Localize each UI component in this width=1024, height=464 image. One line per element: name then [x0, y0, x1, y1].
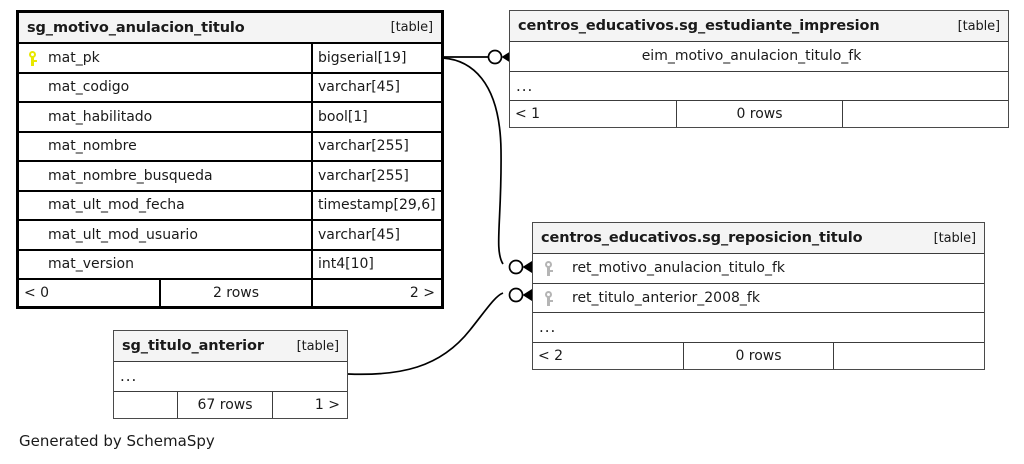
more-columns-indicator: ...: [533, 313, 984, 343]
column-name: ret_titulo_anterior_2008_fk: [572, 289, 760, 306]
table-row[interactable]: ret_titulo_anterior_2008_fk: [533, 284, 984, 313]
zero-cardinality-circle: [508, 259, 524, 275]
table-row[interactable]: mat_nombre_busqueda varchar[255]: [19, 162, 441, 192]
key-spacer-icon: [27, 197, 42, 213]
footer-row-count: 0 rows: [683, 342, 833, 369]
footer-row-count: 67 rows: [177, 391, 272, 418]
column-name: ret_motivo_anulacion_titulo_fk: [572, 260, 786, 277]
table-header: centros_educativos.sg_reposicion_titulo …: [533, 223, 984, 254]
footer-row-count: 2 rows: [159, 280, 311, 306]
footer-parent-count[interactable]: < 1: [515, 106, 541, 122]
table-title: sg_motivo_anulacion_titulo: [27, 19, 245, 36]
table-type-tag: [table]: [957, 18, 1000, 34]
key-spacer-icon: [27, 109, 42, 125]
column-type: varchar[45]: [311, 221, 441, 249]
column-name: mat_pk: [48, 49, 100, 66]
zero-cardinality-circle: [508, 287, 524, 303]
footer-child-count[interactable]: 2 >: [311, 280, 441, 306]
column-name-cell: mat_codigo: [19, 74, 311, 102]
footer-parent-count[interactable]: < 2: [538, 347, 564, 364]
column-name-cell: ret_motivo_anulacion_titulo_fk: [533, 254, 983, 283]
column-name: mat_habilitado: [48, 108, 153, 125]
foreign-key-icon: [543, 260, 558, 277]
table-sg-titulo-anterior[interactable]: sg_titulo_anterior [table] ... 67 rows 1…: [113, 330, 348, 419]
column-type: int4[10]: [311, 250, 441, 278]
column-name: mat_ult_mod_fecha: [48, 197, 185, 214]
key-spacer-icon: [27, 168, 42, 184]
key-spacer-icon: [27, 227, 42, 243]
table-type-tag: [table]: [933, 230, 976, 246]
key-spacer-icon: [27, 256, 42, 272]
column-name: mat_nombre_busqueda: [48, 167, 213, 184]
more-columns-indicator: ...: [510, 72, 1008, 101]
footer-child-count[interactable]: [833, 342, 983, 369]
column-name-cell: mat_nombre_busqueda: [19, 162, 311, 190]
key-spacer-icon: [27, 138, 42, 154]
table-title: centros_educativos.sg_estudiante_impresi…: [518, 18, 880, 34]
column-type: bool[1]: [311, 103, 441, 131]
column-name-cell: mat_nombre: [19, 133, 311, 161]
column-name-cell: mat_version: [19, 251, 311, 279]
table-header: sg_motivo_anulacion_titulo [table]: [19, 13, 441, 44]
table-sg-motivo-anulacion-titulo[interactable]: sg_motivo_anulacion_titulo [table] mat_p…: [16, 10, 444, 309]
table-row[interactable]: mat_habilitado bool[1]: [19, 103, 441, 133]
footer-row-count: 0 rows: [676, 101, 842, 127]
table-row[interactable]: mat_ult_mod_fecha timestamp[29,6]: [19, 191, 441, 221]
column-name-cell: mat_ult_mod_fecha: [19, 192, 311, 220]
column-name: mat_codigo: [48, 79, 130, 96]
column-type: varchar[255]: [311, 162, 441, 190]
table-centros-educativos-sg-estudiante-impresion[interactable]: centros_educativos.sg_estudiante_impresi…: [509, 10, 1009, 128]
table-title: centros_educativos.sg_reposicion_titulo: [541, 230, 863, 246]
foreign-key-icon: [543, 290, 558, 306]
column-name: eim_motivo_anulacion_titulo_fk: [641, 48, 862, 65]
footer-parent-count[interactable]: [114, 392, 177, 418]
table-type-tag: [table]: [390, 20, 433, 35]
primary-key-icon: [27, 50, 42, 66]
table-type-tag: [table]: [296, 338, 339, 354]
generated-by-caption: Generated by SchemaSpy: [19, 432, 215, 450]
key-spacer-icon: [27, 79, 42, 95]
column-type: varchar[255]: [311, 132, 441, 160]
table-footer: < 0 2 rows 2 >: [19, 280, 441, 306]
column-name: mat_version: [48, 256, 134, 273]
table-header: sg_titulo_anterior [table]: [114, 331, 347, 362]
table-header: centros_educativos.sg_estudiante_impresi…: [510, 11, 1008, 42]
table-title: sg_titulo_anterior: [122, 338, 264, 354]
column-type: varchar[45]: [311, 73, 441, 101]
table-row[interactable]: mat_codigo varchar[45]: [19, 73, 441, 103]
table-row[interactable]: ret_motivo_anulacion_titulo_fk: [533, 254, 984, 284]
column-name-cell: eim_motivo_anulacion_titulo_fk: [510, 42, 1007, 71]
column-type: bigserial[19]: [311, 44, 441, 72]
column-name-cell: ret_titulo_anterior_2008_fk: [533, 284, 983, 313]
column-name: mat_nombre: [48, 138, 137, 155]
column-name-cell: mat_ult_mod_usuario: [19, 221, 311, 249]
zero-cardinality-circle: [487, 49, 503, 65]
table-row[interactable]: eim_motivo_anulacion_titulo_fk: [510, 42, 1008, 72]
column-type: timestamp[29,6]: [311, 191, 441, 219]
more-columns-indicator: ...: [114, 362, 347, 392]
edge-motivo-to-estudiante-impresion: [443, 49, 515, 65]
table-centros-educativos-sg-reposicion-titulo[interactable]: centros_educativos.sg_reposicion_titulo …: [532, 222, 985, 370]
table-row[interactable]: mat_ult_mod_usuario varchar[45]: [19, 221, 441, 251]
column-name-cell: mat_habilitado: [19, 103, 311, 131]
table-row[interactable]: mat_version int4[10]: [19, 250, 441, 280]
table-row[interactable]: mat_pk bigserial[19]: [19, 44, 441, 74]
footer-child-count[interactable]: 1 >: [272, 391, 346, 418]
footer-child-count[interactable]: [842, 101, 1007, 127]
column-name-cell: mat_pk: [19, 44, 311, 72]
table-footer: < 1 0 rows: [510, 101, 1008, 127]
footer-parent-count[interactable]: < 0: [24, 285, 50, 301]
column-name: mat_ult_mod_usuario: [48, 226, 198, 243]
table-footer: 67 rows 1 >: [114, 391, 347, 418]
table-row[interactable]: mat_nombre varchar[255]: [19, 132, 441, 162]
table-footer: < 2 0 rows: [533, 342, 984, 369]
